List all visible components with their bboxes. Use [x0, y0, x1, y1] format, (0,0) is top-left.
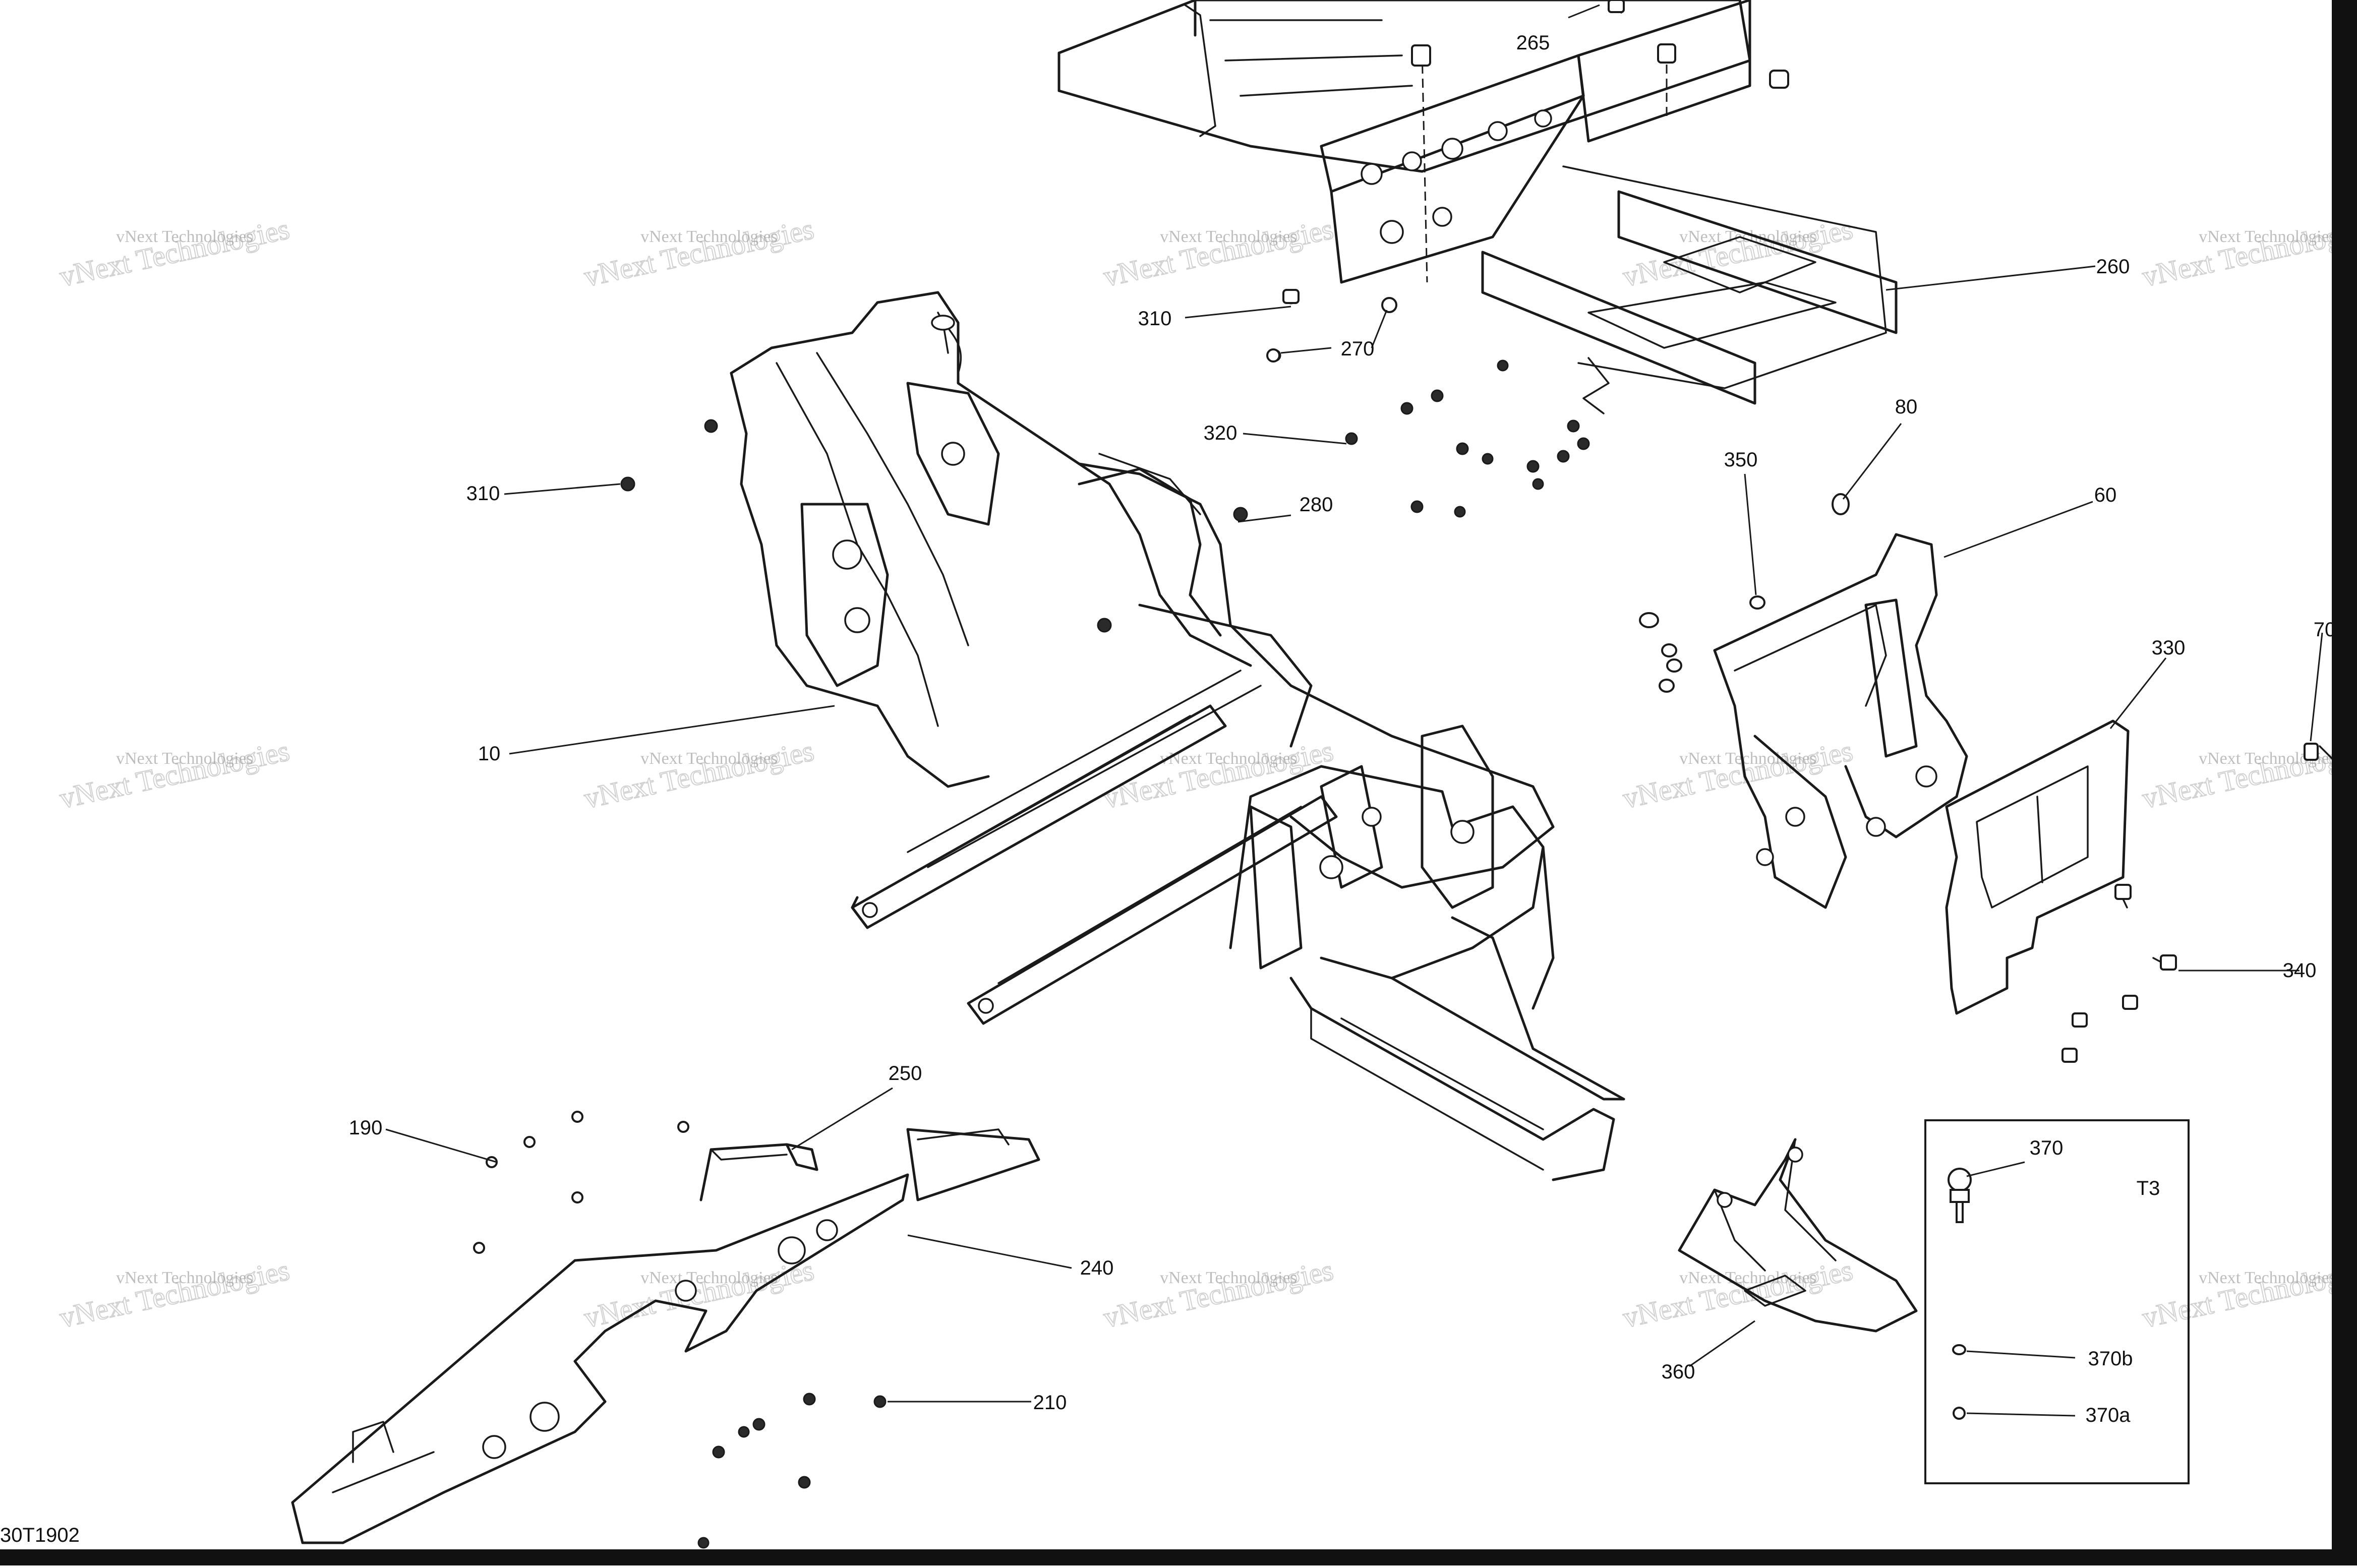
watermark-small: vNext Technologies	[2199, 1269, 2336, 1287]
watermark-small: vNext Technologies	[116, 227, 253, 246]
watermark-small: vNext Technologies	[1679, 749, 1816, 768]
callout-280: 280	[1300, 494, 1333, 516]
watermark-small: vNext Technologies	[116, 1269, 253, 1287]
watermark-small: vNext Technologies	[1679, 1269, 1816, 1287]
watermark-small: vNext Technologies	[640, 227, 778, 246]
callout-360: 360	[1662, 1361, 1695, 1383]
watermark-large: vNext Technologies	[581, 734, 816, 815]
bottom-edge-band	[0, 1549, 2357, 1565]
watermark-large: vNext Technologies	[1100, 212, 1336, 293]
watermark-large: vNext Technologies	[2139, 212, 2357, 293]
watermark-small: vNext Technologies	[640, 1269, 778, 1287]
skid-plate-330	[1945, 719, 2130, 1015]
callout-370: 370	[2030, 1137, 2064, 1159]
callout-80: 80	[1895, 396, 1918, 418]
callout-190: 190	[349, 1117, 383, 1139]
watermark-large: vNext Technologies	[581, 1253, 816, 1334]
bracket-250	[699, 1143, 818, 1201]
callout-265: 265	[1516, 32, 1550, 54]
callout-350: 350	[1724, 449, 1758, 471]
drawing-code: 30T1902	[0, 1524, 80, 1546]
callout-370b: 370b	[2088, 1348, 2133, 1370]
watermark-large: vNext Technologies	[1100, 1253, 1336, 1334]
hitch-ball-inset	[1924, 1119, 2190, 1484]
callout-310-upper: 310	[1138, 308, 1172, 330]
watermark-large: vNext Technologies	[581, 212, 816, 293]
watermark-large: vNext Technologies	[56, 734, 292, 815]
callout-310-left: 310	[466, 483, 500, 505]
watermark-small: vNext Technologies	[640, 749, 778, 768]
lower-arm-240	[291, 1128, 1040, 1544]
callout-240: 240	[1080, 1257, 1114, 1279]
callout-260: 260	[2096, 256, 2130, 278]
watermark-small: vNext Technologies	[116, 749, 253, 768]
watermark-small: vNext Technologies	[2199, 227, 2336, 246]
callout-340: 340	[2283, 959, 2317, 982]
callout-t3: T3	[2137, 1177, 2160, 1199]
watermark-large: vNext Technologies	[1620, 734, 1855, 815]
leader-lines	[385, 4, 2323, 1417]
rear-subframe-260	[1057, 0, 1898, 414]
watermark-small: vNext Technologies	[1160, 749, 1297, 768]
callout-270: 270	[1341, 338, 1375, 360]
fastener-set	[473, 289, 2319, 1549]
callout-labels: 265 260 310 270 320 280 310 80 350 60 10…	[349, 32, 2336, 1426]
callout-10: 10	[478, 743, 501, 765]
callout-330: 330	[2152, 637, 2186, 659]
callout-210: 210	[1033, 1392, 1067, 1414]
callout-250: 250	[889, 1062, 922, 1084]
watermark-small: vNext Technologies	[1679, 227, 1816, 246]
callout-370a: 370a	[2086, 1404, 2131, 1426]
watermark-large: vNext Technologies	[1620, 212, 1855, 293]
rear-bracket-360	[1678, 1138, 1918, 1333]
watermark-small: vNext Technologies	[1160, 1269, 1297, 1287]
callout-60: 60	[2094, 484, 2117, 506]
side-support-60	[1713, 533, 1968, 909]
main-frame-10	[730, 291, 1625, 1181]
callout-320: 320	[1204, 422, 1238, 444]
watermark-large: vNext Technologies	[56, 212, 292, 293]
watermark-large: vNext Technologies	[2139, 1253, 2357, 1334]
watermark-large: vNext Technologies	[2139, 734, 2357, 815]
right-edge-band	[2332, 0, 2357, 1565]
watermark-small: vNext Technologies	[1160, 227, 1297, 246]
watermark-large: vNext Technologies	[56, 1253, 292, 1334]
